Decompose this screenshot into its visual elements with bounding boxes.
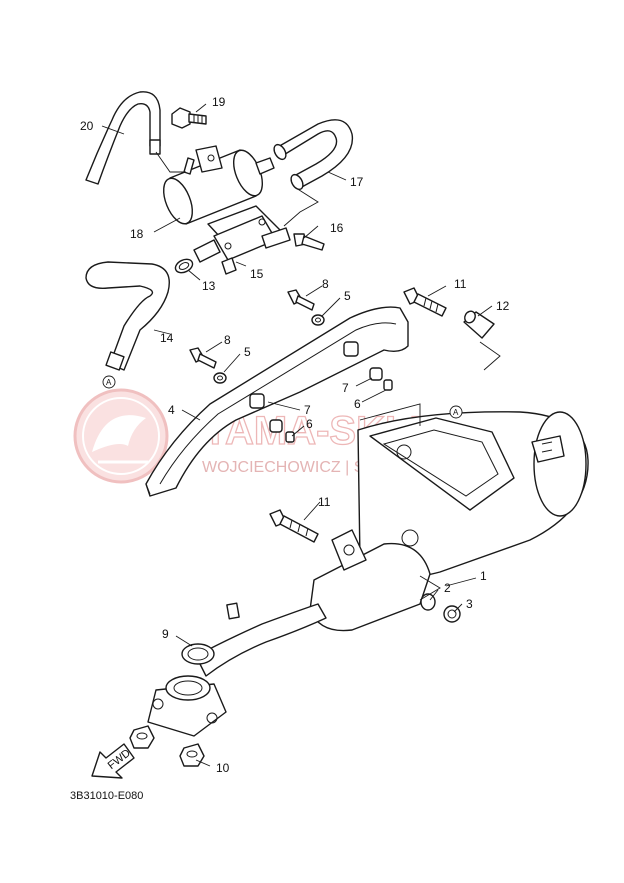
callout-14: 14 <box>160 331 174 345</box>
callout-19: 19 <box>212 95 226 109</box>
callout-9: 9 <box>162 627 169 641</box>
leader-lines <box>101 103 501 767</box>
part-12-collar <box>463 310 495 339</box>
part-7-grommet-upper <box>343 341 383 381</box>
callout-3: 3 <box>466 597 473 611</box>
callout-2: 2 <box>444 581 451 595</box>
callout-7-upper: 7 <box>342 381 349 395</box>
part-17-hose <box>273 119 354 191</box>
part-11-bolt-lower <box>269 509 319 543</box>
part-5-washer-lower <box>213 372 227 384</box>
connector-a-muffler: A <box>449 405 463 419</box>
callout-15: 15 <box>250 267 264 281</box>
part-18-air-valve <box>162 145 275 225</box>
part-20-hose <box>85 91 161 185</box>
exhaust-pipe <box>147 602 327 737</box>
part-5-washer-upper <box>311 314 325 326</box>
svg-text:A: A <box>106 378 112 387</box>
callout-11-lower: 11 <box>318 495 331 509</box>
part-6-collar-upper <box>383 379 393 391</box>
part-15-reed-valve <box>193 205 291 275</box>
callout-18: 18 <box>130 227 144 241</box>
part-11-bolt-upper <box>403 287 447 317</box>
callout-16: 16 <box>330 221 344 235</box>
part-4-heat-protector <box>145 306 409 497</box>
callout-8-upper: 8 <box>322 277 329 291</box>
svg-text:A: A <box>453 408 459 417</box>
callout-6-upper: 6 <box>354 397 361 411</box>
callout-17: 17 <box>350 175 364 189</box>
callout-8-lower: 8 <box>224 333 231 347</box>
part-10-nut-right <box>179 743 205 767</box>
part-10-nut-left <box>129 725 155 749</box>
part-1-muffler <box>309 411 589 632</box>
part-7-grommet-lower <box>249 393 283 433</box>
diagram-reference-code: 3B31010-E080 <box>70 790 143 802</box>
callout-11-upper: 11 <box>454 277 467 291</box>
part-8-bolt-lower <box>189 347 217 369</box>
part-19-bolt <box>171 107 207 129</box>
callout-5-upper: 5 <box>344 289 351 303</box>
part-14-hose <box>85 261 170 371</box>
part-13-clip <box>174 258 194 274</box>
callout-10: 10 <box>216 761 230 775</box>
fwd-arrow-icon: FWD <box>91 743 135 779</box>
callout-12: 12 <box>496 299 510 313</box>
callout-6-lower: 6 <box>306 417 313 431</box>
callout-1: 1 <box>480 569 487 583</box>
connector-a-hose: A <box>102 375 116 389</box>
callout-13: 13 <box>202 279 216 293</box>
part-9-gasket <box>181 643 215 665</box>
callout-20: 20 <box>80 119 94 133</box>
callout-7-lower: 7 <box>304 403 311 417</box>
watermark-logo-icon <box>73 388 169 484</box>
part-8-bolt-upper <box>287 289 315 311</box>
part-16-screw <box>293 233 325 251</box>
callout-4: 4 <box>168 403 175 417</box>
part-6-collar-lower <box>285 431 295 443</box>
callout-5-lower: 5 <box>244 345 251 359</box>
callout-numbers: 20 19 18 17 16 15 14 13 8 5 8 5 11 12 4 … <box>80 95 510 775</box>
